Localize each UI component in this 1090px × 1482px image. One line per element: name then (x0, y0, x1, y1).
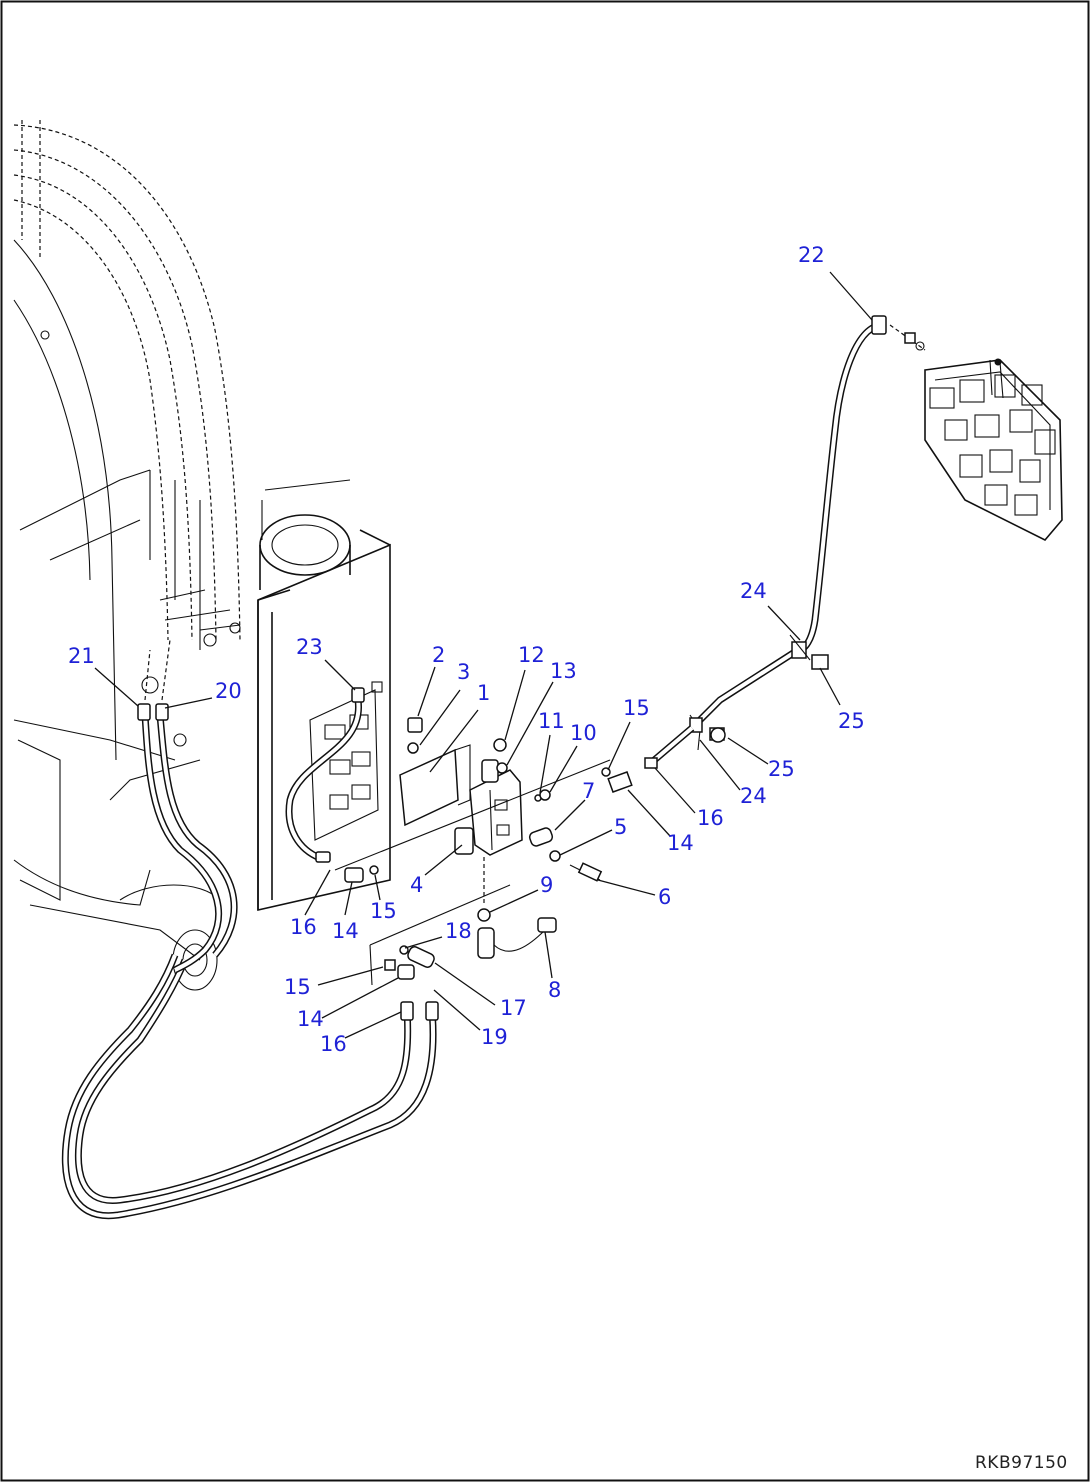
callout-25-lower[interactable]: 25 (768, 757, 795, 781)
hose-16-right (644, 725, 695, 769)
callout-18[interactable]: 18 (445, 919, 472, 943)
control-valve (924, 358, 1063, 541)
callout-22[interactable]: 22 (798, 243, 825, 267)
callout-24-upper[interactable]: 24 (740, 579, 767, 603)
callouts: 22 24 25 21 20 23 2 3 1 12 13 11 10 15 2… (68, 243, 865, 1056)
drawing-reference: RKB97150 (975, 1453, 1068, 1473)
hose-16-19 (61, 953, 439, 1220)
callout-4[interactable]: 4 (410, 873, 423, 897)
callout-10[interactable]: 10 (570, 721, 597, 745)
callout-15-upper[interactable]: 15 (623, 696, 650, 720)
callout-3[interactable]: 3 (457, 660, 470, 684)
callout-5[interactable]: 5 (614, 815, 627, 839)
hose-22 (797, 315, 926, 654)
callout-15-tank[interactable]: 15 (370, 899, 397, 923)
callout-17[interactable]: 17 (500, 996, 527, 1020)
callout-16-tank[interactable]: 16 (290, 915, 317, 939)
hydraulic-tank (257, 479, 391, 912)
callout-9[interactable]: 9 (540, 873, 553, 897)
callout-2[interactable]: 2 (432, 643, 445, 667)
callout-19[interactable]: 19 (481, 1025, 508, 1049)
callout-21[interactable]: 21 (68, 644, 95, 668)
callout-15-lower[interactable]: 15 (284, 975, 311, 999)
callout-16-lower[interactable]: 16 (320, 1032, 347, 1056)
callout-24-lower[interactable]: 24 (740, 784, 767, 808)
callout-1[interactable]: 1 (477, 681, 490, 705)
leader-lines (94, 271, 873, 1039)
pressure-switch-8 (477, 917, 557, 959)
callout-23[interactable]: 23 (296, 635, 323, 659)
callout-25-upper[interactable]: 25 (838, 709, 865, 733)
callout-12[interactable]: 12 (518, 643, 545, 667)
callout-6[interactable]: 6 (658, 885, 671, 909)
callout-16-right[interactable]: 16 (697, 806, 724, 830)
callout-7[interactable]: 7 (582, 779, 595, 803)
callout-8[interactable]: 8 (548, 978, 561, 1002)
callout-14-lower[interactable]: 14 (297, 1007, 324, 1031)
callout-14-right[interactable]: 14 (667, 831, 694, 855)
callout-14-tank[interactable]: 14 (332, 919, 359, 943)
callout-11[interactable]: 11 (538, 709, 565, 733)
machine-frame (13, 120, 241, 991)
callout-13[interactable]: 13 (550, 659, 577, 683)
callout-20[interactable]: 20 (215, 679, 242, 703)
